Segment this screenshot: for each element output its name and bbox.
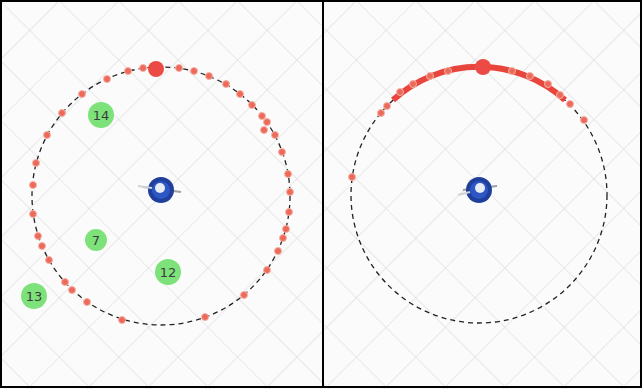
obstacle-number: 12 [160, 266, 177, 279]
obstacle-number: 7 [92, 234, 100, 247]
obstacle-circle: 12 [155, 259, 181, 285]
obstacle-number: 13 [26, 290, 43, 303]
obstacle-circle: 14 [88, 102, 114, 128]
obstacle-circle: 7 [85, 229, 107, 251]
obstacle-number: 14 [93, 109, 110, 122]
obstacle-circle: 13 [21, 283, 47, 309]
